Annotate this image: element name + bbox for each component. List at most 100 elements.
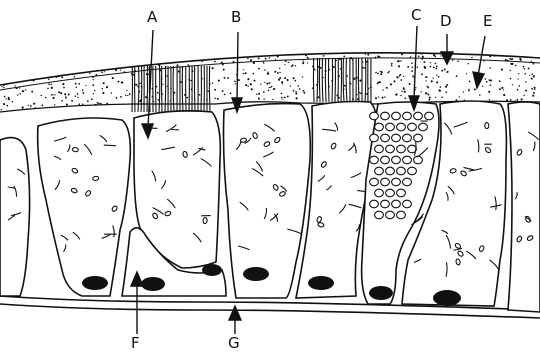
mucus-dot bbox=[434, 51, 436, 53]
mucus-dot bbox=[229, 105, 231, 107]
mucus-dot bbox=[284, 64, 285, 65]
mucus-dot bbox=[69, 65, 71, 67]
mucus-dot bbox=[29, 77, 30, 78]
mucus-dot bbox=[446, 71, 447, 72]
mucus-dot bbox=[398, 65, 400, 67]
mucus-dot bbox=[62, 83, 64, 85]
mucus-dot bbox=[27, 68, 29, 70]
cilium bbox=[313, 58, 314, 102]
cilium bbox=[147, 66, 148, 112]
mucus-dot bbox=[485, 49, 487, 51]
mucus-dot bbox=[61, 76, 63, 78]
mucus-dot bbox=[529, 75, 530, 76]
mucus-dot bbox=[264, 82, 265, 83]
mucus-dot bbox=[15, 66, 16, 67]
mucus-dot bbox=[12, 67, 14, 69]
mucus-dot bbox=[468, 63, 469, 64]
mucus-dot bbox=[425, 92, 427, 94]
mucus-dot bbox=[479, 94, 481, 96]
mucus-dot bbox=[58, 53, 59, 54]
mucus-dot bbox=[38, 57, 39, 58]
mucus-dot bbox=[457, 60, 459, 62]
mucus-dot bbox=[117, 81, 119, 83]
mucus-dot bbox=[24, 50, 26, 52]
mucus-dot bbox=[486, 81, 488, 83]
mucus-dot bbox=[187, 97, 189, 99]
mucus-dot bbox=[377, 83, 379, 85]
mucus-dot bbox=[375, 57, 376, 58]
mucus-dot bbox=[382, 97, 384, 99]
mucus-dot bbox=[279, 46, 281, 48]
mucus-dot bbox=[134, 52, 136, 54]
mucus-dot bbox=[400, 79, 402, 81]
mucus-dot bbox=[15, 72, 17, 74]
mucus-dot bbox=[268, 90, 269, 91]
mucus-dot bbox=[49, 73, 51, 75]
mucus-dot bbox=[533, 92, 535, 94]
mucus-dot bbox=[100, 46, 102, 48]
mucus-dot bbox=[323, 55, 325, 57]
mucus-dot bbox=[430, 66, 432, 68]
mucus-dot bbox=[57, 50, 59, 52]
mucus-dot bbox=[159, 56, 160, 57]
mucus-dot bbox=[209, 54, 211, 56]
mucus-dot bbox=[258, 68, 260, 70]
mucus-dot bbox=[285, 48, 287, 50]
mucus-dot bbox=[281, 97, 283, 99]
mucus-dot bbox=[258, 97, 260, 99]
mucus-dot bbox=[503, 94, 505, 96]
mucus-dot bbox=[70, 54, 72, 56]
mucus-dot bbox=[392, 49, 394, 51]
mucus-dot bbox=[525, 90, 527, 92]
mucus-dot bbox=[10, 66, 11, 67]
mucus-dot bbox=[31, 44, 33, 46]
granule bbox=[414, 134, 423, 142]
mucus-dot bbox=[433, 54, 435, 56]
mucus-dot bbox=[279, 68, 280, 69]
mucus-dot bbox=[4, 96, 6, 98]
mucus-dot bbox=[98, 102, 100, 104]
mucus-dot bbox=[435, 68, 437, 70]
mucus-dot bbox=[441, 70, 443, 72]
mucus-dot bbox=[408, 46, 410, 48]
mucus-dot bbox=[75, 62, 77, 64]
mucus-dot bbox=[245, 72, 247, 74]
mucus-dot bbox=[523, 95, 524, 96]
mucus-dot bbox=[46, 57, 47, 58]
mucus-dot bbox=[378, 56, 380, 58]
mucus-dot bbox=[94, 90, 96, 92]
label-a: A bbox=[147, 10, 157, 25]
mucus-dot bbox=[249, 52, 251, 54]
mucus-dot bbox=[120, 107, 121, 108]
cytoplasm-mark bbox=[104, 145, 115, 146]
granule bbox=[381, 178, 390, 186]
mucus-dot bbox=[40, 66, 42, 68]
mucus-dot bbox=[96, 42, 97, 43]
mucus-dot bbox=[295, 91, 297, 93]
mucus-dot bbox=[21, 50, 23, 52]
mucus-dot bbox=[333, 45, 334, 46]
mucus-dot bbox=[426, 85, 427, 86]
pointer-e bbox=[478, 36, 485, 76]
mucus-dot bbox=[48, 79, 49, 80]
mucus-dot bbox=[300, 46, 302, 48]
mucus-dot bbox=[135, 84, 137, 86]
mucus-dot bbox=[30, 105, 32, 107]
mucus-dot bbox=[157, 99, 159, 101]
mucus-dot bbox=[116, 97, 118, 99]
mucus-dot bbox=[5, 98, 6, 99]
mucus-dot bbox=[411, 62, 413, 64]
mucus-dot bbox=[214, 61, 216, 63]
mucus-dot bbox=[71, 42, 73, 44]
mucus-dot bbox=[531, 60, 532, 61]
mucus-dot bbox=[77, 59, 79, 61]
mucus-dot bbox=[29, 75, 31, 77]
mucus-dot bbox=[484, 78, 486, 80]
mucus-dot bbox=[0, 64, 1, 66]
mucus-dot bbox=[121, 81, 123, 83]
mucus-dot bbox=[82, 89, 84, 91]
cilium bbox=[159, 66, 160, 112]
mucus-dot bbox=[378, 96, 379, 97]
mucus-dot bbox=[517, 78, 518, 79]
mucus-dot bbox=[72, 66, 74, 68]
